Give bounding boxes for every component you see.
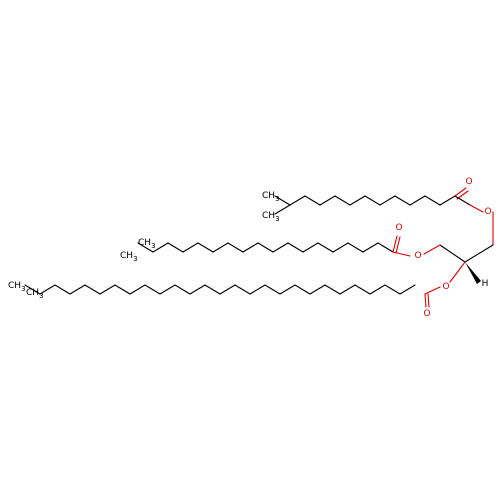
middle-branch-bond bbox=[137, 242, 154, 253]
middle-carbonyl-bond bbox=[395, 236, 401, 254]
middle-chain-bond bbox=[377, 242, 394, 253]
middle-ester-bond bbox=[423, 244, 441, 255]
bottom-chain-bond bbox=[204, 284, 221, 295]
bottom-carbonyl-bond bbox=[427, 293, 430, 308]
top-chain-bond bbox=[409, 195, 426, 206]
atom-label-layer: O O O O O O H CH3 CH3 CH3 CH3 CH3 CH3 bbox=[8, 177, 492, 319]
bottom-chain-bond bbox=[114, 284, 131, 295]
bottom-chain-bond bbox=[69, 284, 86, 295]
middle-chain-bond bbox=[347, 242, 364, 253]
bond-layer bbox=[24, 187, 494, 308]
bottom-chain-bond bbox=[174, 284, 191, 295]
bottom-chain-bond bbox=[159, 284, 176, 295]
bottom-chain-bond bbox=[279, 284, 296, 295]
bottom-chain-bond bbox=[369, 284, 386, 295]
bottom-chain-bond bbox=[99, 284, 116, 295]
bottom-chain-bond bbox=[354, 284, 371, 295]
top-ester-oxygen: O bbox=[484, 207, 491, 217]
bottom-ester-oxygen: O bbox=[442, 282, 449, 292]
bottom-chain-bond bbox=[294, 284, 311, 295]
bottom-chain-bond bbox=[84, 284, 101, 295]
bottom-chain-bond bbox=[234, 284, 251, 295]
bottom-chain-bond bbox=[189, 284, 206, 295]
bottom-carbonyl-bond bbox=[424, 293, 427, 308]
bottom-ester-bond bbox=[449, 261, 466, 283]
middle-chain-bond bbox=[287, 242, 304, 253]
top-branch-bond bbox=[274, 204, 291, 215]
middle-chain-bond bbox=[212, 242, 229, 253]
top-carbonyl-oxygen: O bbox=[465, 177, 472, 187]
bottom-chain-bond bbox=[384, 284, 401, 295]
top-methyl-label-a: CH3 bbox=[262, 191, 280, 203]
glycerol-bond bbox=[464, 244, 494, 263]
middle-carbonyl-oxygen: O bbox=[395, 223, 402, 233]
middle-chain-bond bbox=[302, 242, 319, 253]
top-chain-bond bbox=[364, 195, 381, 206]
bottom-methyl-label-a: CH3 bbox=[8, 281, 26, 293]
top-chain-bond bbox=[439, 195, 456, 206]
middle-branch-bond bbox=[152, 242, 169, 253]
bottom-chain-bond bbox=[339, 284, 356, 295]
middle-chain-bond bbox=[362, 242, 379, 253]
chiral-hydrogen: H bbox=[482, 279, 489, 289]
middle-carbonyl-bond bbox=[392, 235, 398, 253]
bottom-ester-bond bbox=[424, 286, 441, 295]
top-chain-bond bbox=[394, 195, 411, 206]
middle-chain-bond bbox=[317, 242, 334, 253]
middle-chain-bond bbox=[227, 242, 244, 253]
middle-chain-bond bbox=[242, 242, 259, 253]
top-chain-bond bbox=[379, 195, 396, 206]
bottom-chain-bond bbox=[249, 284, 266, 295]
top-methyl-label-b: CH3 bbox=[262, 211, 280, 223]
top-chain-bond bbox=[289, 195, 306, 206]
middle-methyl-label-a: CH3 bbox=[138, 238, 156, 250]
bottom-branch-bond bbox=[24, 284, 41, 295]
bottom-chain-bond bbox=[144, 284, 161, 295]
bottom-chain-bond bbox=[264, 284, 281, 295]
middle-chain-bond bbox=[197, 242, 214, 253]
top-ester-bond bbox=[469, 204, 484, 213]
middle-methyl-label-b: CH3 bbox=[120, 251, 138, 263]
top-chain-bond bbox=[424, 195, 441, 206]
middle-chain-bond bbox=[182, 242, 199, 253]
bottom-chain-bond bbox=[54, 284, 71, 295]
top-chain-bond bbox=[304, 195, 321, 206]
middle-ester-oxygen: O bbox=[414, 251, 421, 261]
bottom-chain-bond bbox=[399, 284, 416, 295]
bottom-methyl-label-b: CH3 bbox=[26, 288, 44, 300]
top-chain-bond bbox=[454, 195, 471, 206]
bottom-carbonyl-oxygen: O bbox=[423, 309, 430, 319]
stereo-wedge-bond bbox=[465, 262, 481, 284]
middle-chain-bond bbox=[257, 242, 274, 253]
top-branch-bond bbox=[274, 195, 291, 206]
bottom-chain-bond bbox=[129, 284, 146, 295]
bottom-chain-bond bbox=[309, 284, 326, 295]
top-chain-bond bbox=[349, 195, 366, 206]
bottom-branch-bond bbox=[39, 284, 56, 295]
top-chain-bond bbox=[319, 195, 336, 206]
top-carbonyl-bond bbox=[454, 187, 467, 197]
bottom-chain-bond bbox=[324, 284, 341, 295]
middle-chain-bond bbox=[332, 242, 349, 253]
middle-chain-bond bbox=[167, 242, 184, 253]
middle-chain-bond bbox=[272, 242, 289, 253]
top-chain-bond bbox=[334, 195, 351, 206]
glycerol-bond bbox=[439, 244, 466, 263]
bottom-chain-bond bbox=[219, 284, 236, 295]
